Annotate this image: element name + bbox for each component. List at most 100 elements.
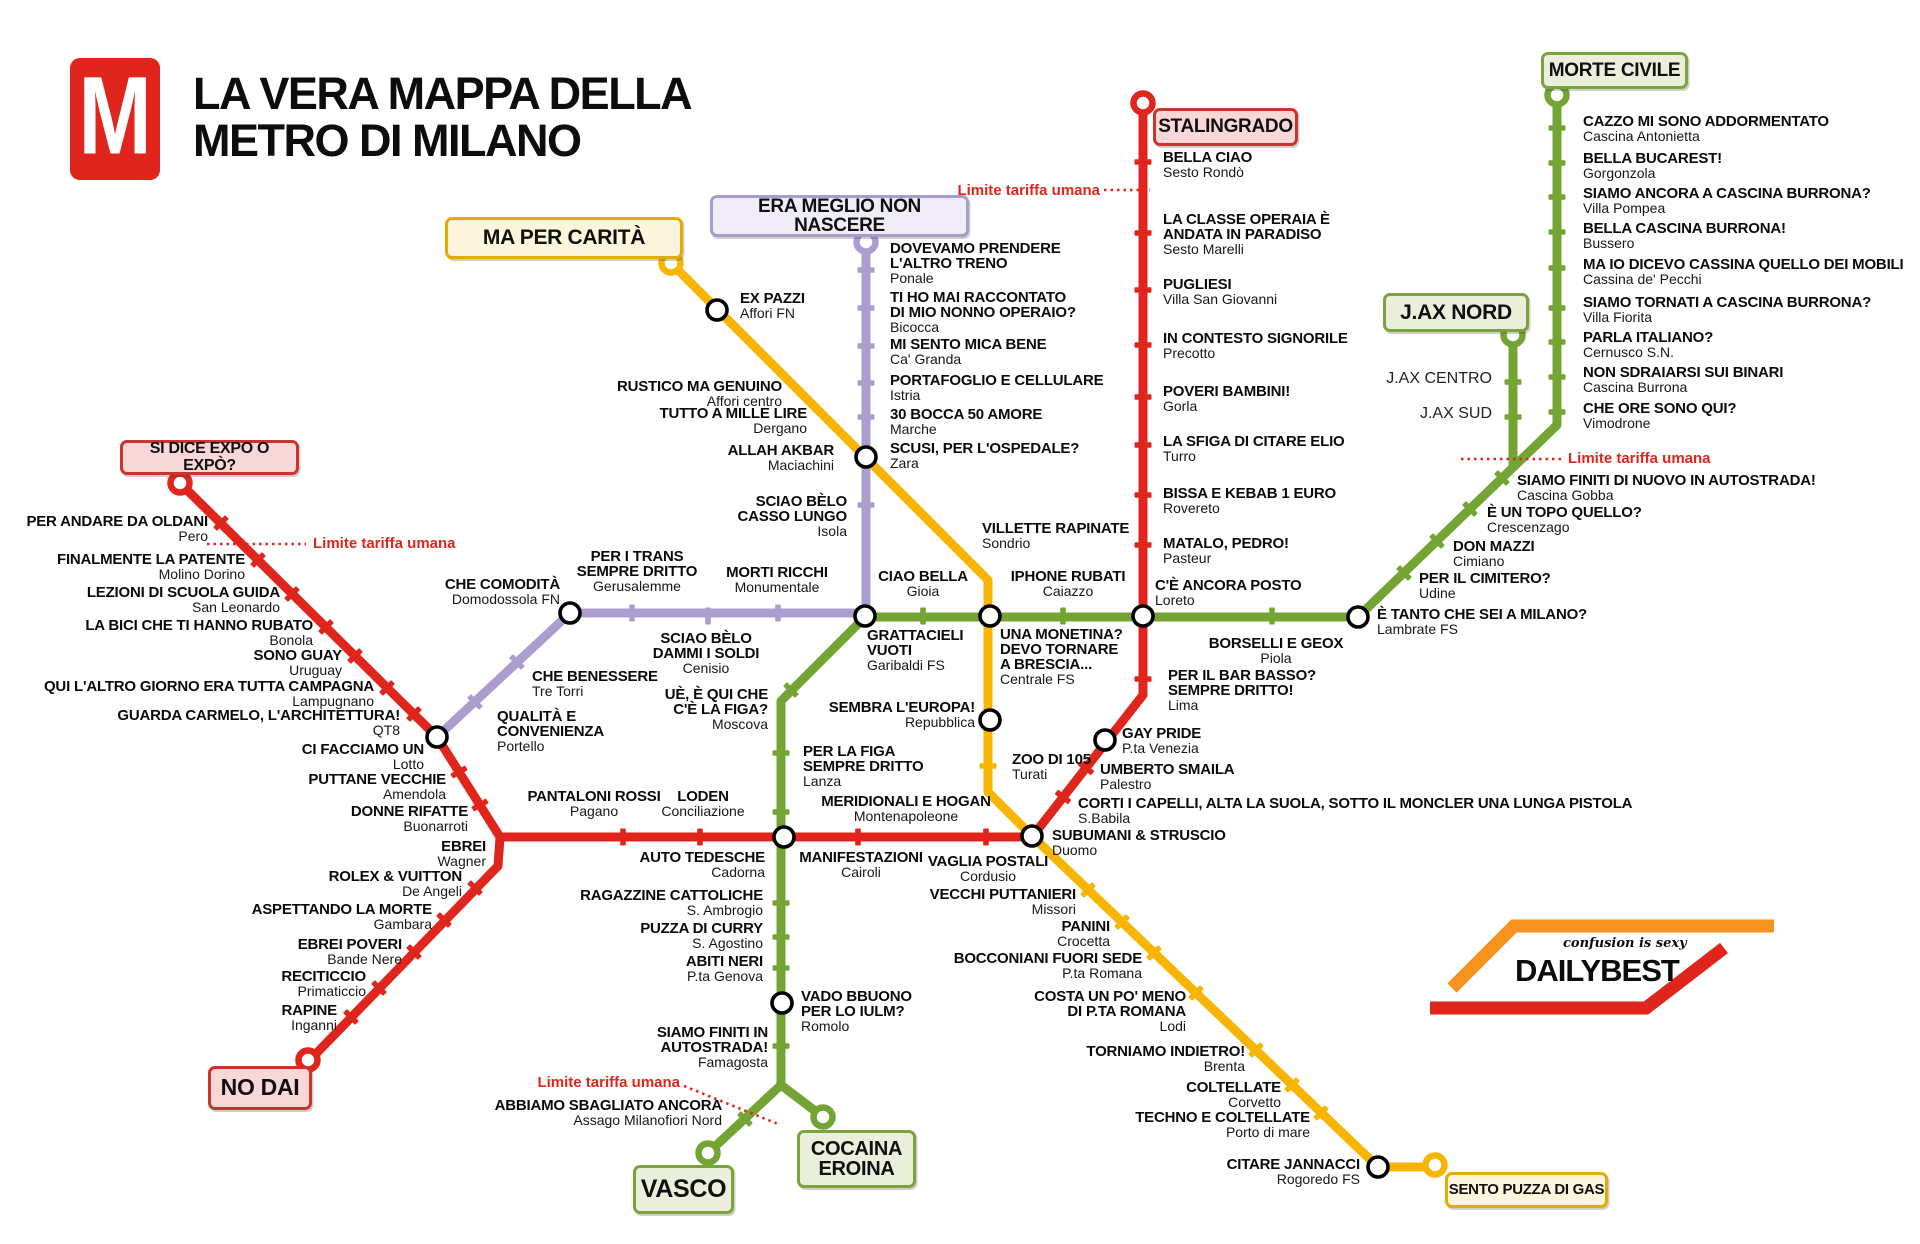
station-tick xyxy=(809,401,825,417)
station-subname: Ponale xyxy=(890,270,934,286)
station-subname: Bicocca xyxy=(890,319,940,335)
station-subname: P.ta Romana xyxy=(1062,965,1142,981)
terminal-station-ring xyxy=(1130,90,1156,116)
station-subname: Amendola xyxy=(382,786,446,802)
station-name: PUTTANE VECCHIE xyxy=(308,771,446,788)
station-tick xyxy=(509,654,525,670)
station-tick xyxy=(1462,501,1478,517)
page-title: LA VERA MAPPA DELLA METRO DI MILANO xyxy=(193,70,693,164)
station-name: DI P.TA ROMANA xyxy=(1067,1003,1186,1020)
station-tick xyxy=(920,607,926,625)
terminal-box-label: SENTO PUZZA DI GAS xyxy=(1448,1181,1605,1199)
station-subname: Uruguay xyxy=(289,662,342,678)
station-name: SIAMO TORNATI A CASCINA BURRONA? xyxy=(1583,294,1872,311)
station-subname: Sesto Rondò xyxy=(1163,164,1244,180)
station-subname: Domodossola FN xyxy=(451,591,560,607)
station-name: QUI L'ALTRO GIORNO ERA TUTTA CAMPAGNA xyxy=(43,678,374,695)
station-name: PER IL BAR BASSO? xyxy=(1168,667,1317,684)
station-tick xyxy=(772,934,790,940)
station-subname: Gambara xyxy=(373,916,432,932)
station-name: PANINI xyxy=(1061,918,1110,935)
station-name: IPHONE RUBATI xyxy=(1010,568,1126,585)
station-label: È TANTO CHE SEI A MILANO?Lambrate FS xyxy=(1377,607,1587,637)
station-tick xyxy=(1080,882,1096,898)
station-name: SCIAO BÈLO xyxy=(660,630,752,647)
station-tick xyxy=(1429,533,1445,549)
station-tick xyxy=(1504,414,1522,420)
station-subname: Cenisio xyxy=(682,660,730,676)
station-name: CIAO BELLA xyxy=(878,568,968,585)
station-name: PER ANDARE DA OLDANI xyxy=(26,513,208,530)
station-name: COSTA UN PO' MENO xyxy=(1034,988,1186,1005)
fare-limit-label: Limite tariffa umana xyxy=(537,1074,680,1091)
station-tick xyxy=(1248,1042,1264,1058)
station-subname: San Leonardo xyxy=(192,599,280,615)
station-subname: Molino Dorino xyxy=(158,566,245,582)
station-name: POVERI BAMBINI! xyxy=(1163,383,1291,400)
metro-m-letter: M xyxy=(78,53,152,178)
station-subname: Duomo xyxy=(1052,842,1098,858)
station-name: LODEN xyxy=(677,788,729,805)
station-subname: S. Ambrogio xyxy=(686,902,763,918)
station-name: AUTO TEDESCHE xyxy=(639,849,766,866)
station-tick xyxy=(1054,789,1072,805)
terminal-box-label: COCAINA xyxy=(810,1137,903,1160)
terminal-station-ring xyxy=(695,1140,721,1166)
station-name: AUTOSTRADA! xyxy=(660,1039,768,1056)
brand-logo-stripe xyxy=(1447,919,1774,993)
station-subname: Crocetta xyxy=(1057,933,1110,949)
station-subname: De Angeli xyxy=(402,883,462,899)
station-name: PER IL CIMITERO? xyxy=(1419,570,1551,587)
station-tick xyxy=(857,267,875,273)
station-subname: Marche xyxy=(890,421,937,437)
station-subname: Garibaldi FS xyxy=(867,657,945,673)
station-subname: Rogoredo FS xyxy=(1276,1171,1360,1187)
station-subname: Isola xyxy=(817,523,847,539)
station-name: TECHNO E COLTELLATE xyxy=(1135,1109,1310,1126)
station-name: QUALITÀ E xyxy=(497,708,577,725)
station-subname: Cimiano xyxy=(1453,553,1505,569)
station-subname: Ca' Granda xyxy=(890,351,962,367)
station-name: ASPETTANDO LA MORTE xyxy=(251,901,433,918)
station-tick xyxy=(379,680,395,696)
station-subname: Portello xyxy=(497,738,545,754)
station-name: TORNIAMO INDIETRO! xyxy=(1086,1043,1245,1060)
station-tick xyxy=(737,1111,753,1127)
interchange-station-circle xyxy=(1346,605,1370,629)
station-name: SUBUMANI & STRUSCIO xyxy=(1052,827,1226,844)
station-subname: Villa Pompea xyxy=(1583,200,1666,216)
station-subname: Bonola xyxy=(269,632,313,648)
metro-line-purple xyxy=(433,242,871,741)
terminal-box-sento-puzza-di-gas: SENTO PUZZA DI GAS xyxy=(1445,1172,1608,1208)
station-tick xyxy=(1188,985,1204,1001)
station-tick xyxy=(1548,339,1566,345)
station-name: BELLA CASCINA BURRONA! xyxy=(1583,220,1786,237)
station-subname: P.ta Venezia xyxy=(1122,740,1199,756)
station-name: FINALMENTE LA PATENTE xyxy=(56,551,245,568)
station-name: EBREI xyxy=(441,838,486,855)
station-subname: Cascina Antonietta xyxy=(1583,128,1700,144)
terminal-box-label: SI DICE EXPO O EXPÒ? xyxy=(149,440,270,474)
station-subname: Pagano xyxy=(569,803,619,819)
station-name: MA IO DICEVO CASSINA QUELLO DEI MOBILI xyxy=(1583,256,1904,273)
station-subname: Affori FN xyxy=(740,305,795,321)
station-name: DI MIO NONNO OPERAIO? xyxy=(890,304,1076,321)
station-tick xyxy=(284,586,300,602)
station-name: ROLEX & VUITTON xyxy=(328,868,463,885)
fare-limit-label: Limite tariffa umana xyxy=(957,182,1100,199)
station-tick xyxy=(1548,409,1566,415)
